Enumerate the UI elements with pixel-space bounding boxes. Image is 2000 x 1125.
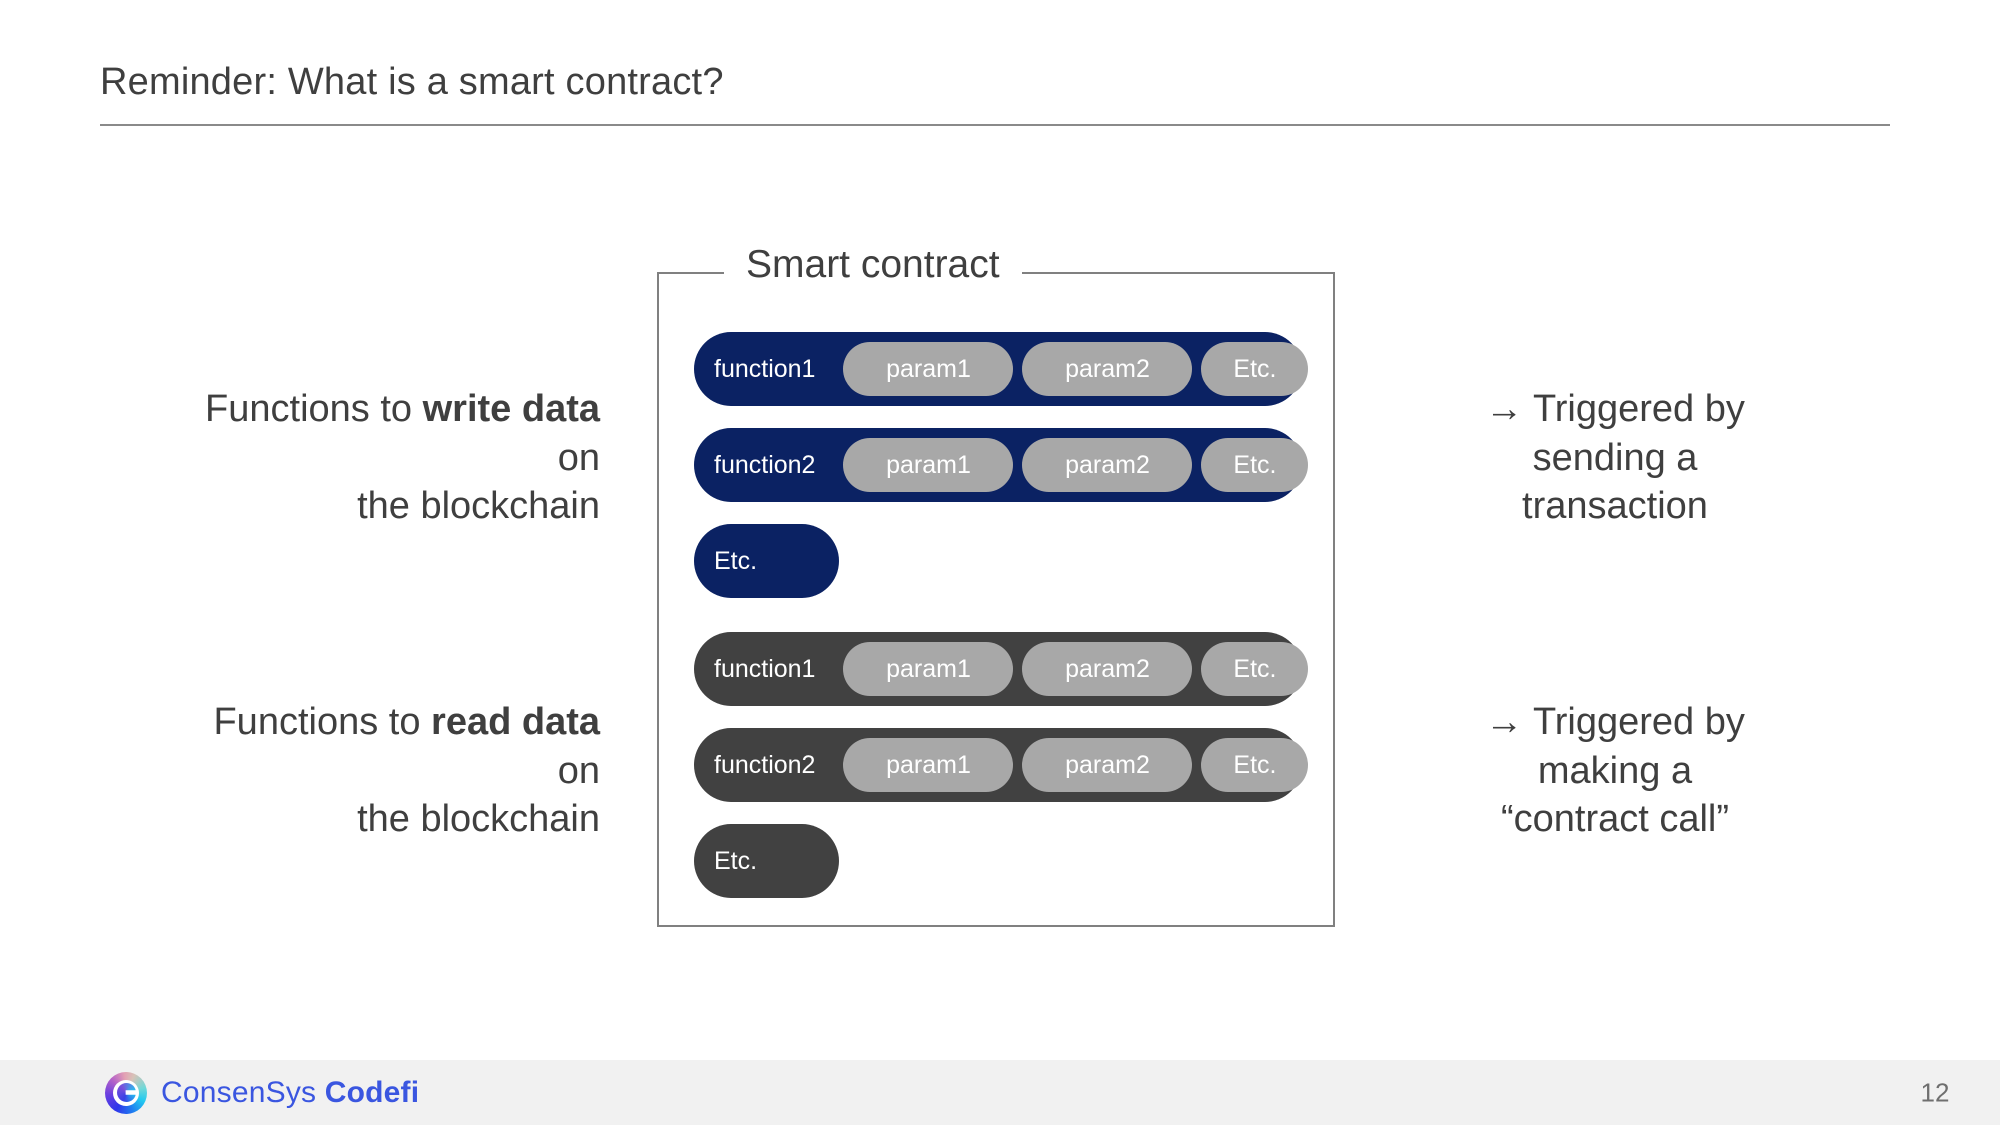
caption-trigger-call-line1: → Triggered by xyxy=(1485,701,1745,743)
param-pill[interactable]: Etc. xyxy=(1201,438,1309,492)
caption-trigger-call-line3: “contract call” xyxy=(1500,798,1730,841)
caption-read-data: Functions to read data on the blockchain xyxy=(180,698,600,844)
param-pill[interactable]: param1 xyxy=(843,642,1014,696)
row-spacer xyxy=(694,802,1302,824)
caption-write-data: Functions to write data on the blockchai… xyxy=(180,385,600,531)
caption-read-line1: Functions to xyxy=(213,701,432,743)
param-pill[interactable]: param2 xyxy=(1022,438,1193,492)
function-row-read-2[interactable]: function2 param1 param2 Etc. xyxy=(694,728,1309,802)
param-pill[interactable]: param2 xyxy=(1022,342,1193,396)
page-title: Reminder: What is a smart contract? xyxy=(100,61,724,103)
row-spacer xyxy=(694,406,1302,428)
brand-name: ConsenSys Codefi xyxy=(161,1076,419,1110)
caption-write-line1: Functions to xyxy=(205,388,423,430)
brand-name-bold: Codefi xyxy=(324,1075,420,1109)
title-divider xyxy=(100,123,1890,126)
caption-trigger-tx-line2: sending a xyxy=(1532,436,1698,479)
function-params: param1 param2 Etc. xyxy=(843,438,1309,492)
function-name: function2 xyxy=(714,450,816,479)
function-row-write-2[interactable]: function2 param1 param2 Etc. xyxy=(694,428,1309,502)
param-pill[interactable]: param1 xyxy=(843,342,1014,396)
param-pill[interactable]: param1 xyxy=(843,438,1014,492)
row-spacer xyxy=(694,706,1302,728)
function-name: function1 xyxy=(714,354,816,383)
caption-trigger-tx-line3: transaction xyxy=(1522,485,1708,528)
function-params: param1 param2 Etc. xyxy=(843,342,1309,396)
function-name: Etc. xyxy=(714,846,758,875)
function-rows: function1 param1 param2 Etc. function2 p… xyxy=(694,332,1309,898)
row-spacer xyxy=(694,502,1302,524)
caption-trigger-call-line2: making a xyxy=(1537,749,1693,792)
param-pill[interactable]: param1 xyxy=(843,738,1014,792)
section-spacer xyxy=(694,598,1302,632)
caption-read-emphasis: read data xyxy=(431,701,600,743)
function-params: param1 param2 Etc. xyxy=(843,738,1309,792)
caption-read-line3: the blockchain xyxy=(357,798,600,841)
param-pill[interactable]: Etc. xyxy=(1201,342,1309,396)
function-row-write-1[interactable]: function1 param1 param2 Etc. xyxy=(694,332,1309,406)
brand-logo: ConsenSys Codefi xyxy=(105,1071,419,1114)
caption-trigger-transaction: → Triggered by sending a transaction xyxy=(1400,385,1830,531)
function-name: function1 xyxy=(714,654,816,683)
page-number: 12 xyxy=(1920,1077,1950,1107)
function-name: function2 xyxy=(714,750,816,779)
function-params: param1 param2 Etc. xyxy=(843,642,1309,696)
param-pill[interactable]: Etc. xyxy=(1201,738,1309,792)
caption-write-emphasis: write data xyxy=(422,388,600,430)
function-name: Etc. xyxy=(714,546,758,575)
footer-bar: ConsenSys Codefi 12 xyxy=(0,1060,2000,1125)
smart-contract-box: Smart contract function1 param1 param2 E… xyxy=(657,245,1335,927)
smart-contract-legend: Smart contract xyxy=(724,245,1022,284)
caption-write-line3: the blockchain xyxy=(357,485,600,528)
brand-name-regular: ConsenSys xyxy=(161,1075,325,1109)
function-row-read-1[interactable]: function1 param1 param2 Etc. xyxy=(694,632,1309,706)
caption-trigger-tx-line1: → Triggered by xyxy=(1485,388,1745,430)
function-row-write-etc[interactable]: Etc. xyxy=(694,524,839,598)
caption-trigger-contract-call: → Triggered by making a “contract call” xyxy=(1400,698,1830,844)
param-pill[interactable]: param2 xyxy=(1022,738,1193,792)
param-pill[interactable]: param2 xyxy=(1022,642,1193,696)
title-block: Reminder: What is a smart contract? xyxy=(100,60,1890,126)
function-row-read-etc[interactable]: Etc. xyxy=(694,824,839,898)
caption-write-line2: on xyxy=(557,436,600,479)
param-pill[interactable]: Etc. xyxy=(1201,642,1309,696)
caption-read-line2: on xyxy=(557,749,600,792)
consensys-logo-icon xyxy=(105,1071,147,1114)
